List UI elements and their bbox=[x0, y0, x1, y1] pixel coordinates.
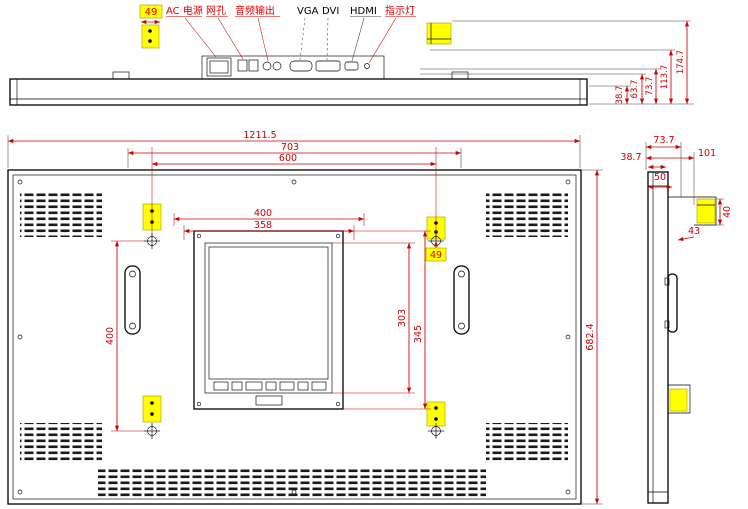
dim-40: 40 bbox=[722, 206, 733, 218]
label-audio-out: 音频输出 bbox=[235, 4, 275, 17]
dim-345: 345 bbox=[413, 325, 424, 343]
label-dvi: DVI bbox=[322, 6, 339, 17]
vesa-hole bbox=[144, 233, 160, 249]
side-dimensions: 73.7 101 38.7 50 40 43 bbox=[620, 135, 733, 242]
side-view-body bbox=[647, 171, 669, 504]
handle-right bbox=[453, 265, 470, 335]
port-leader-lines bbox=[184, 17, 397, 64]
side-mount-bracket-bottom bbox=[668, 384, 691, 414]
dim-358: 358 bbox=[254, 220, 272, 231]
indicator-led bbox=[364, 63, 370, 69]
dvi-connector bbox=[315, 60, 341, 72]
side-mount-bracket-top bbox=[668, 196, 717, 226]
dim-1211-5: 1211.5 bbox=[243, 130, 276, 141]
dim-38-7-top: 38.7 bbox=[615, 86, 625, 105]
label-lan: 网孔 bbox=[206, 5, 226, 17]
mount-bracket-top-right bbox=[426, 22, 452, 45]
dim-174-7: 174.7 bbox=[676, 50, 686, 74]
dim-682-4: 682.4 bbox=[585, 323, 596, 350]
top-view-body bbox=[9, 55, 588, 106]
dim-49-front: 49 bbox=[430, 250, 442, 261]
vga-connector bbox=[289, 60, 313, 72]
label-indicator: 指示灯 bbox=[385, 4, 415, 17]
lan-connector bbox=[237, 59, 259, 72]
side-view: 73.7 101 38.7 50 40 43 bbox=[620, 135, 733, 504]
top-view-depth-dimensions: 38.7 63.7 73.7 113.7 174.7 bbox=[420, 20, 694, 105]
dim-50: 50 bbox=[654, 172, 666, 183]
front-height-dimensions: 400 303 345 682.4 bbox=[105, 169, 603, 505]
dim-101: 101 bbox=[698, 148, 716, 159]
side-handle bbox=[664, 273, 678, 333]
label-vga: VGA bbox=[297, 6, 319, 17]
dim-73-7-side: 73.7 bbox=[653, 135, 674, 146]
top-view: 49 AC 电源 网孔 音频输出 VGA DVI HDMI 指示灯 bbox=[9, 4, 694, 106]
dim-43: 43 bbox=[688, 226, 700, 237]
rear-view: 49 1211.5 703 600 400 358 bbox=[7, 130, 603, 505]
hdmi-connector bbox=[344, 61, 359, 71]
electronics-box bbox=[193, 230, 344, 410]
label-ac-power: AC 电源 bbox=[166, 4, 203, 17]
label-hdmi: HDMI bbox=[350, 6, 377, 17]
mount-bracket-top-left bbox=[141, 19, 160, 49]
vesa-hole bbox=[144, 423, 160, 439]
vesa-holes bbox=[144, 233, 444, 439]
dim-63-7: 63.7 bbox=[630, 80, 640, 99]
dim-400-width: 400 bbox=[254, 208, 272, 219]
port-labels: 49 AC 电源 网孔 音频输出 VGA DVI HDMI 指示灯 bbox=[139, 4, 416, 19]
ac-inlet-connector bbox=[206, 57, 232, 77]
dim-49-top: 49 bbox=[145, 7, 158, 18]
highlight-49 bbox=[139, 4, 163, 19]
audio-jacks bbox=[262, 61, 282, 71]
dim-303: 303 bbox=[397, 309, 408, 327]
vent-areas bbox=[20, 192, 568, 497]
bracket-49-callout: 49 bbox=[425, 241, 447, 262]
front-width-dimensions: 1211.5 703 600 400 358 bbox=[7, 130, 581, 240]
dim-38-7-side: 38.7 bbox=[620, 152, 641, 163]
vesa-hole bbox=[428, 423, 444, 439]
dim-73-7-top: 73.7 bbox=[645, 77, 655, 96]
dim-703: 703 bbox=[281, 142, 299, 153]
rear-view-body bbox=[7, 169, 582, 505]
handle-left bbox=[124, 265, 141, 335]
dim-113-7: 113.7 bbox=[660, 65, 670, 89]
dim-600: 600 bbox=[279, 153, 297, 164]
dim-400-height: 400 bbox=[105, 327, 116, 345]
